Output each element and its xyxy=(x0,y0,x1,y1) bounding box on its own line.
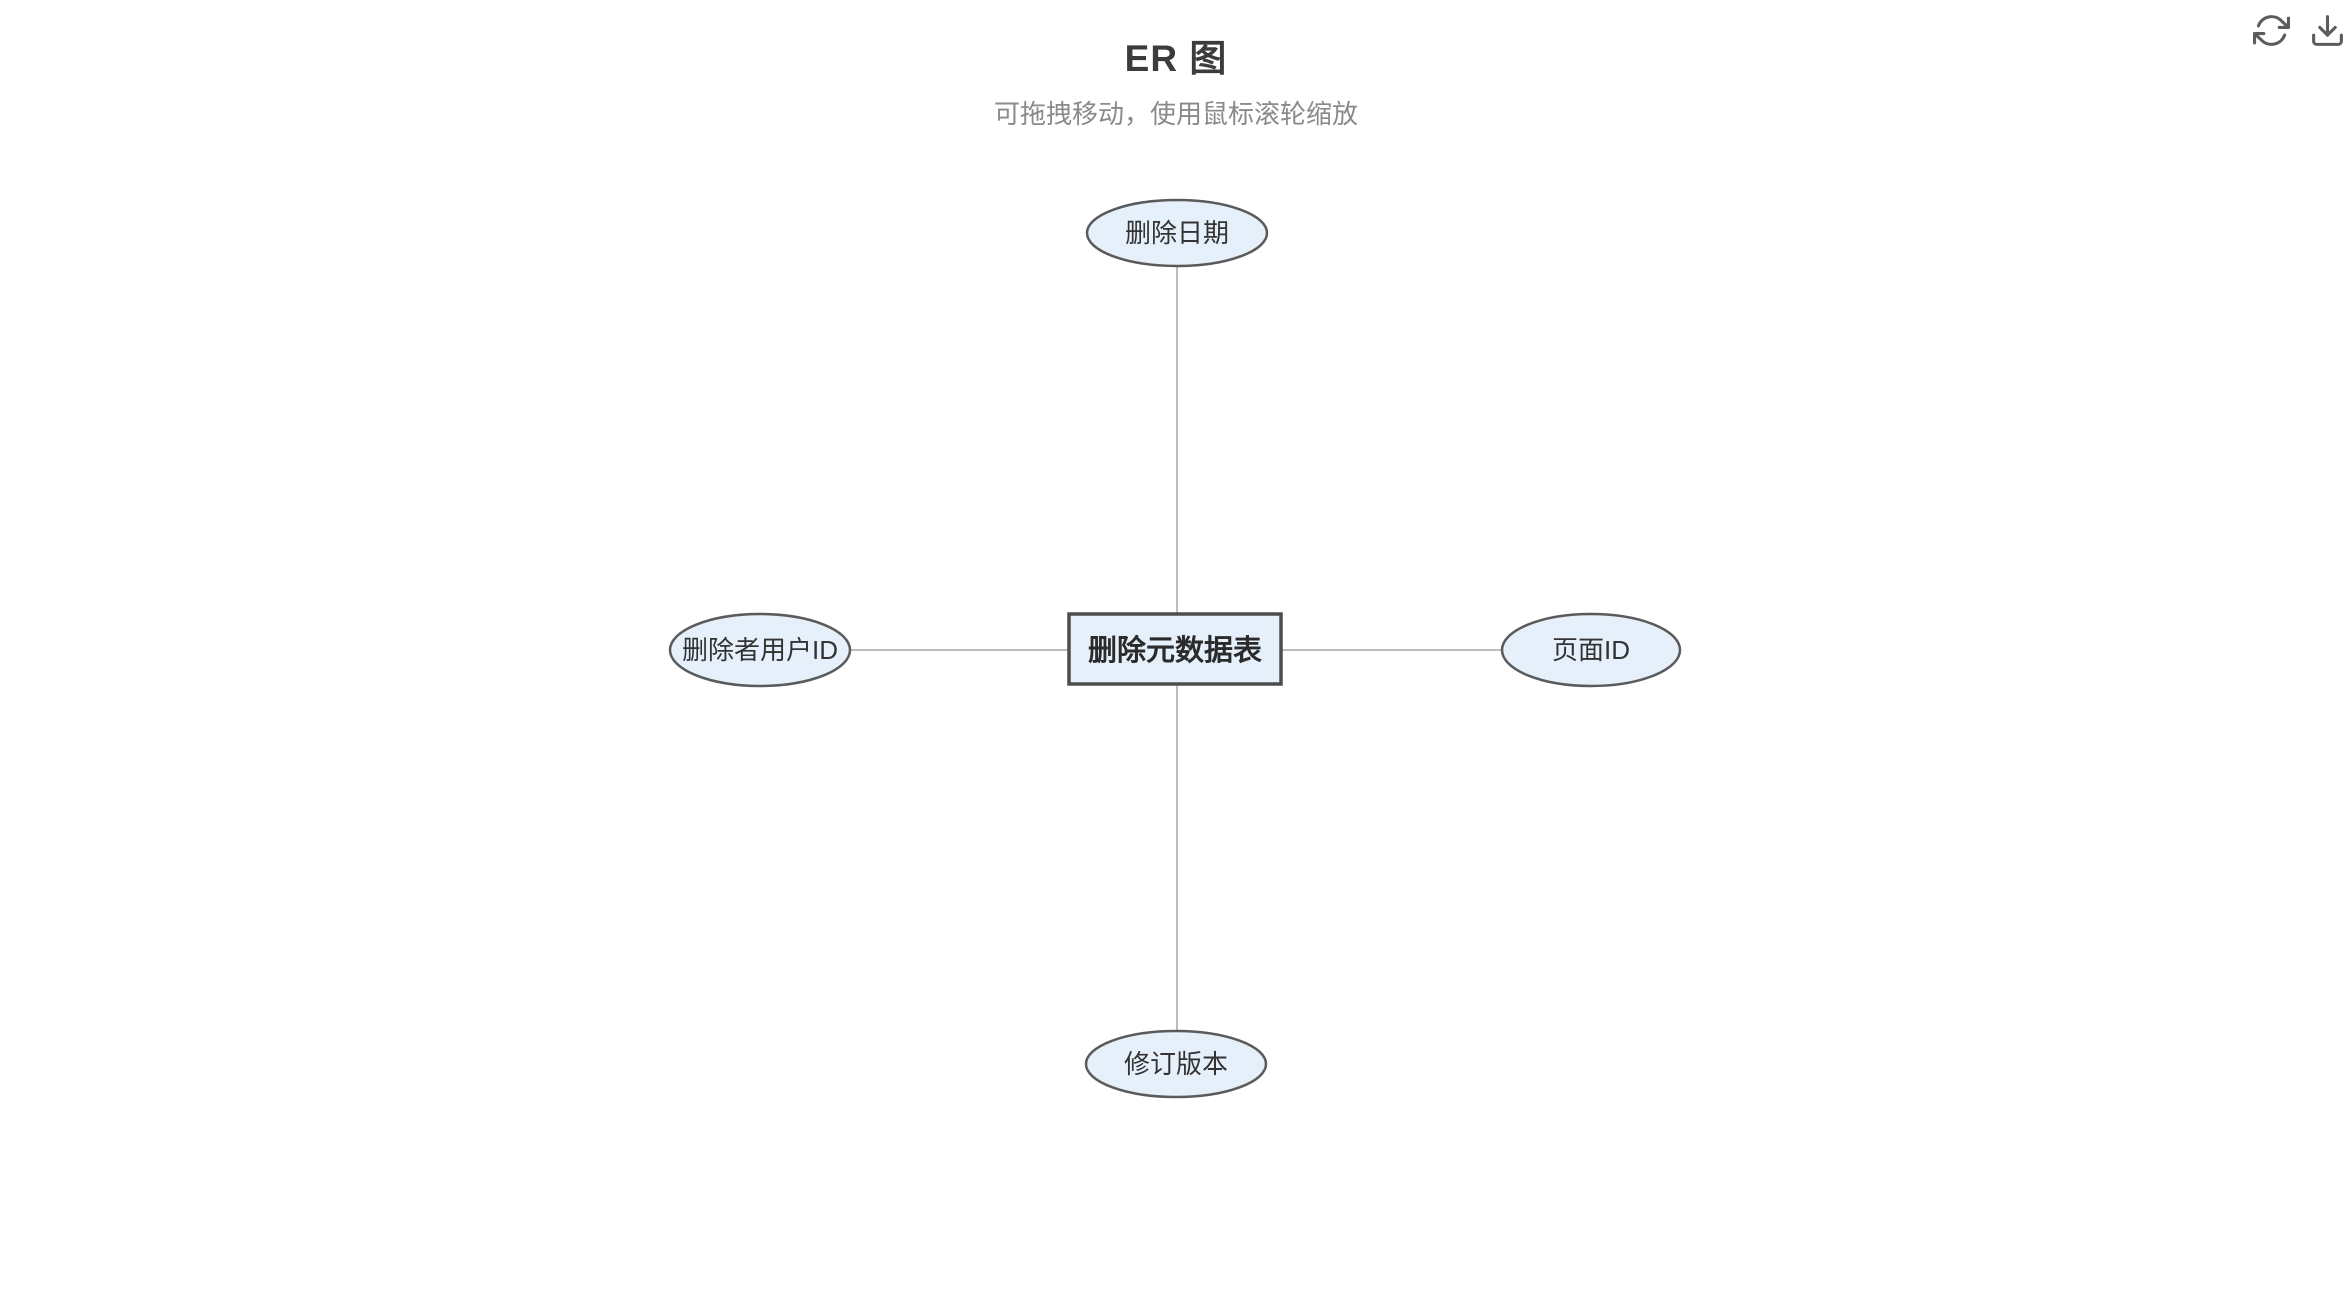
entity-node[interactable]: 删除元数据表 xyxy=(1067,612,1283,686)
attribute-label: 修订版本 xyxy=(1124,1049,1228,1079)
download-icon xyxy=(2311,14,2343,46)
refresh-icon xyxy=(2252,14,2290,46)
page-title: ER 图 xyxy=(1124,38,1228,79)
entity-rectangle xyxy=(1067,612,1283,686)
attribute-label: 删除日期 xyxy=(1125,218,1229,248)
attribute-node-left[interactable]: 删除者用户ID xyxy=(668,612,852,688)
attribute-node-right[interactable]: 页面ID xyxy=(1500,612,1682,688)
attribute-ellipse xyxy=(668,612,852,688)
refresh-button[interactable] xyxy=(2251,10,2291,50)
toolbar xyxy=(2251,10,2347,50)
attribute-label: 页面ID xyxy=(1552,635,1630,665)
attribute-node-top[interactable]: 删除日期 xyxy=(1085,198,1269,268)
attribute-ellipse xyxy=(1085,198,1269,268)
page-subtitle: 可拖拽移动，使用鼠标滚轮缩放 xyxy=(993,99,1358,129)
attribute-label: 删除者用户ID xyxy=(682,635,838,665)
attribute-ellipse xyxy=(1500,612,1682,688)
attribute-ellipse xyxy=(1084,1029,1268,1099)
attribute-node-bottom[interactable]: 修订版本 xyxy=(1084,1029,1268,1099)
entity-label: 删除元数据表 xyxy=(1088,633,1262,667)
download-button[interactable] xyxy=(2307,10,2347,50)
